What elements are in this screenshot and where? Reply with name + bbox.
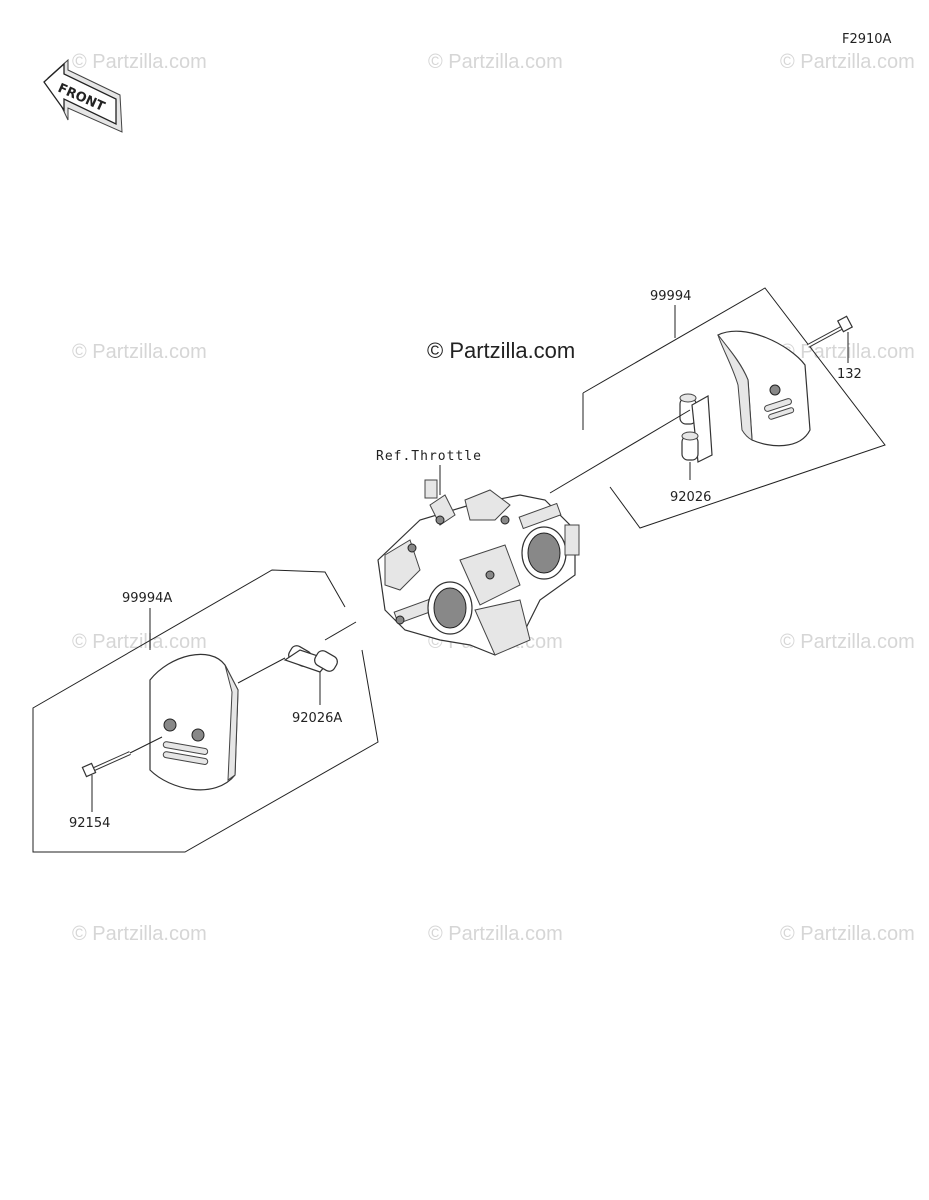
watermark: © Partzilla.com bbox=[780, 341, 915, 363]
ref-throttle-label: Ref.Throttle bbox=[376, 449, 482, 464]
watermark: © Partzilla.com bbox=[72, 341, 207, 363]
front-arrow-icon: FRONT bbox=[43, 58, 123, 133]
watermark: © Partzilla.com bbox=[428, 51, 563, 73]
callout-99994A: 99994A bbox=[122, 591, 172, 606]
throttle-body-assembly: Ref.Throttle bbox=[376, 449, 580, 656]
bolt-132 bbox=[807, 315, 854, 348]
heat-shield-right bbox=[717, 330, 811, 447]
figure-code: F2910A bbox=[842, 32, 892, 47]
collar-92026A bbox=[283, 645, 338, 673]
heat-shield-left bbox=[149, 653, 239, 791]
collar-92026 bbox=[679, 393, 713, 463]
watermark: © Partzilla.com bbox=[780, 631, 915, 653]
callout-92026: 92026 bbox=[670, 490, 711, 505]
watermark: © Partzilla.com bbox=[72, 51, 207, 73]
callout-99994: 99994 bbox=[650, 289, 691, 304]
callout-92154: 92154 bbox=[69, 816, 110, 831]
group-99994A: 99994A 92026A 92154 bbox=[32, 569, 379, 853]
watermark: © Partzilla.com bbox=[428, 923, 563, 945]
watermark: © Partzilla.com bbox=[780, 51, 915, 73]
watermark: © Partzilla.com bbox=[780, 923, 915, 945]
group-99994: 99994 132 92026 bbox=[549, 287, 886, 529]
callout-92026A: 92026A bbox=[292, 711, 342, 726]
watermark-center: © Partzilla.com bbox=[427, 338, 575, 363]
bolt-92154 bbox=[81, 751, 131, 778]
watermark: © Partzilla.com bbox=[72, 923, 207, 945]
watermark: © Partzilla.com bbox=[72, 631, 207, 653]
callout-132: 132 bbox=[837, 367, 862, 382]
